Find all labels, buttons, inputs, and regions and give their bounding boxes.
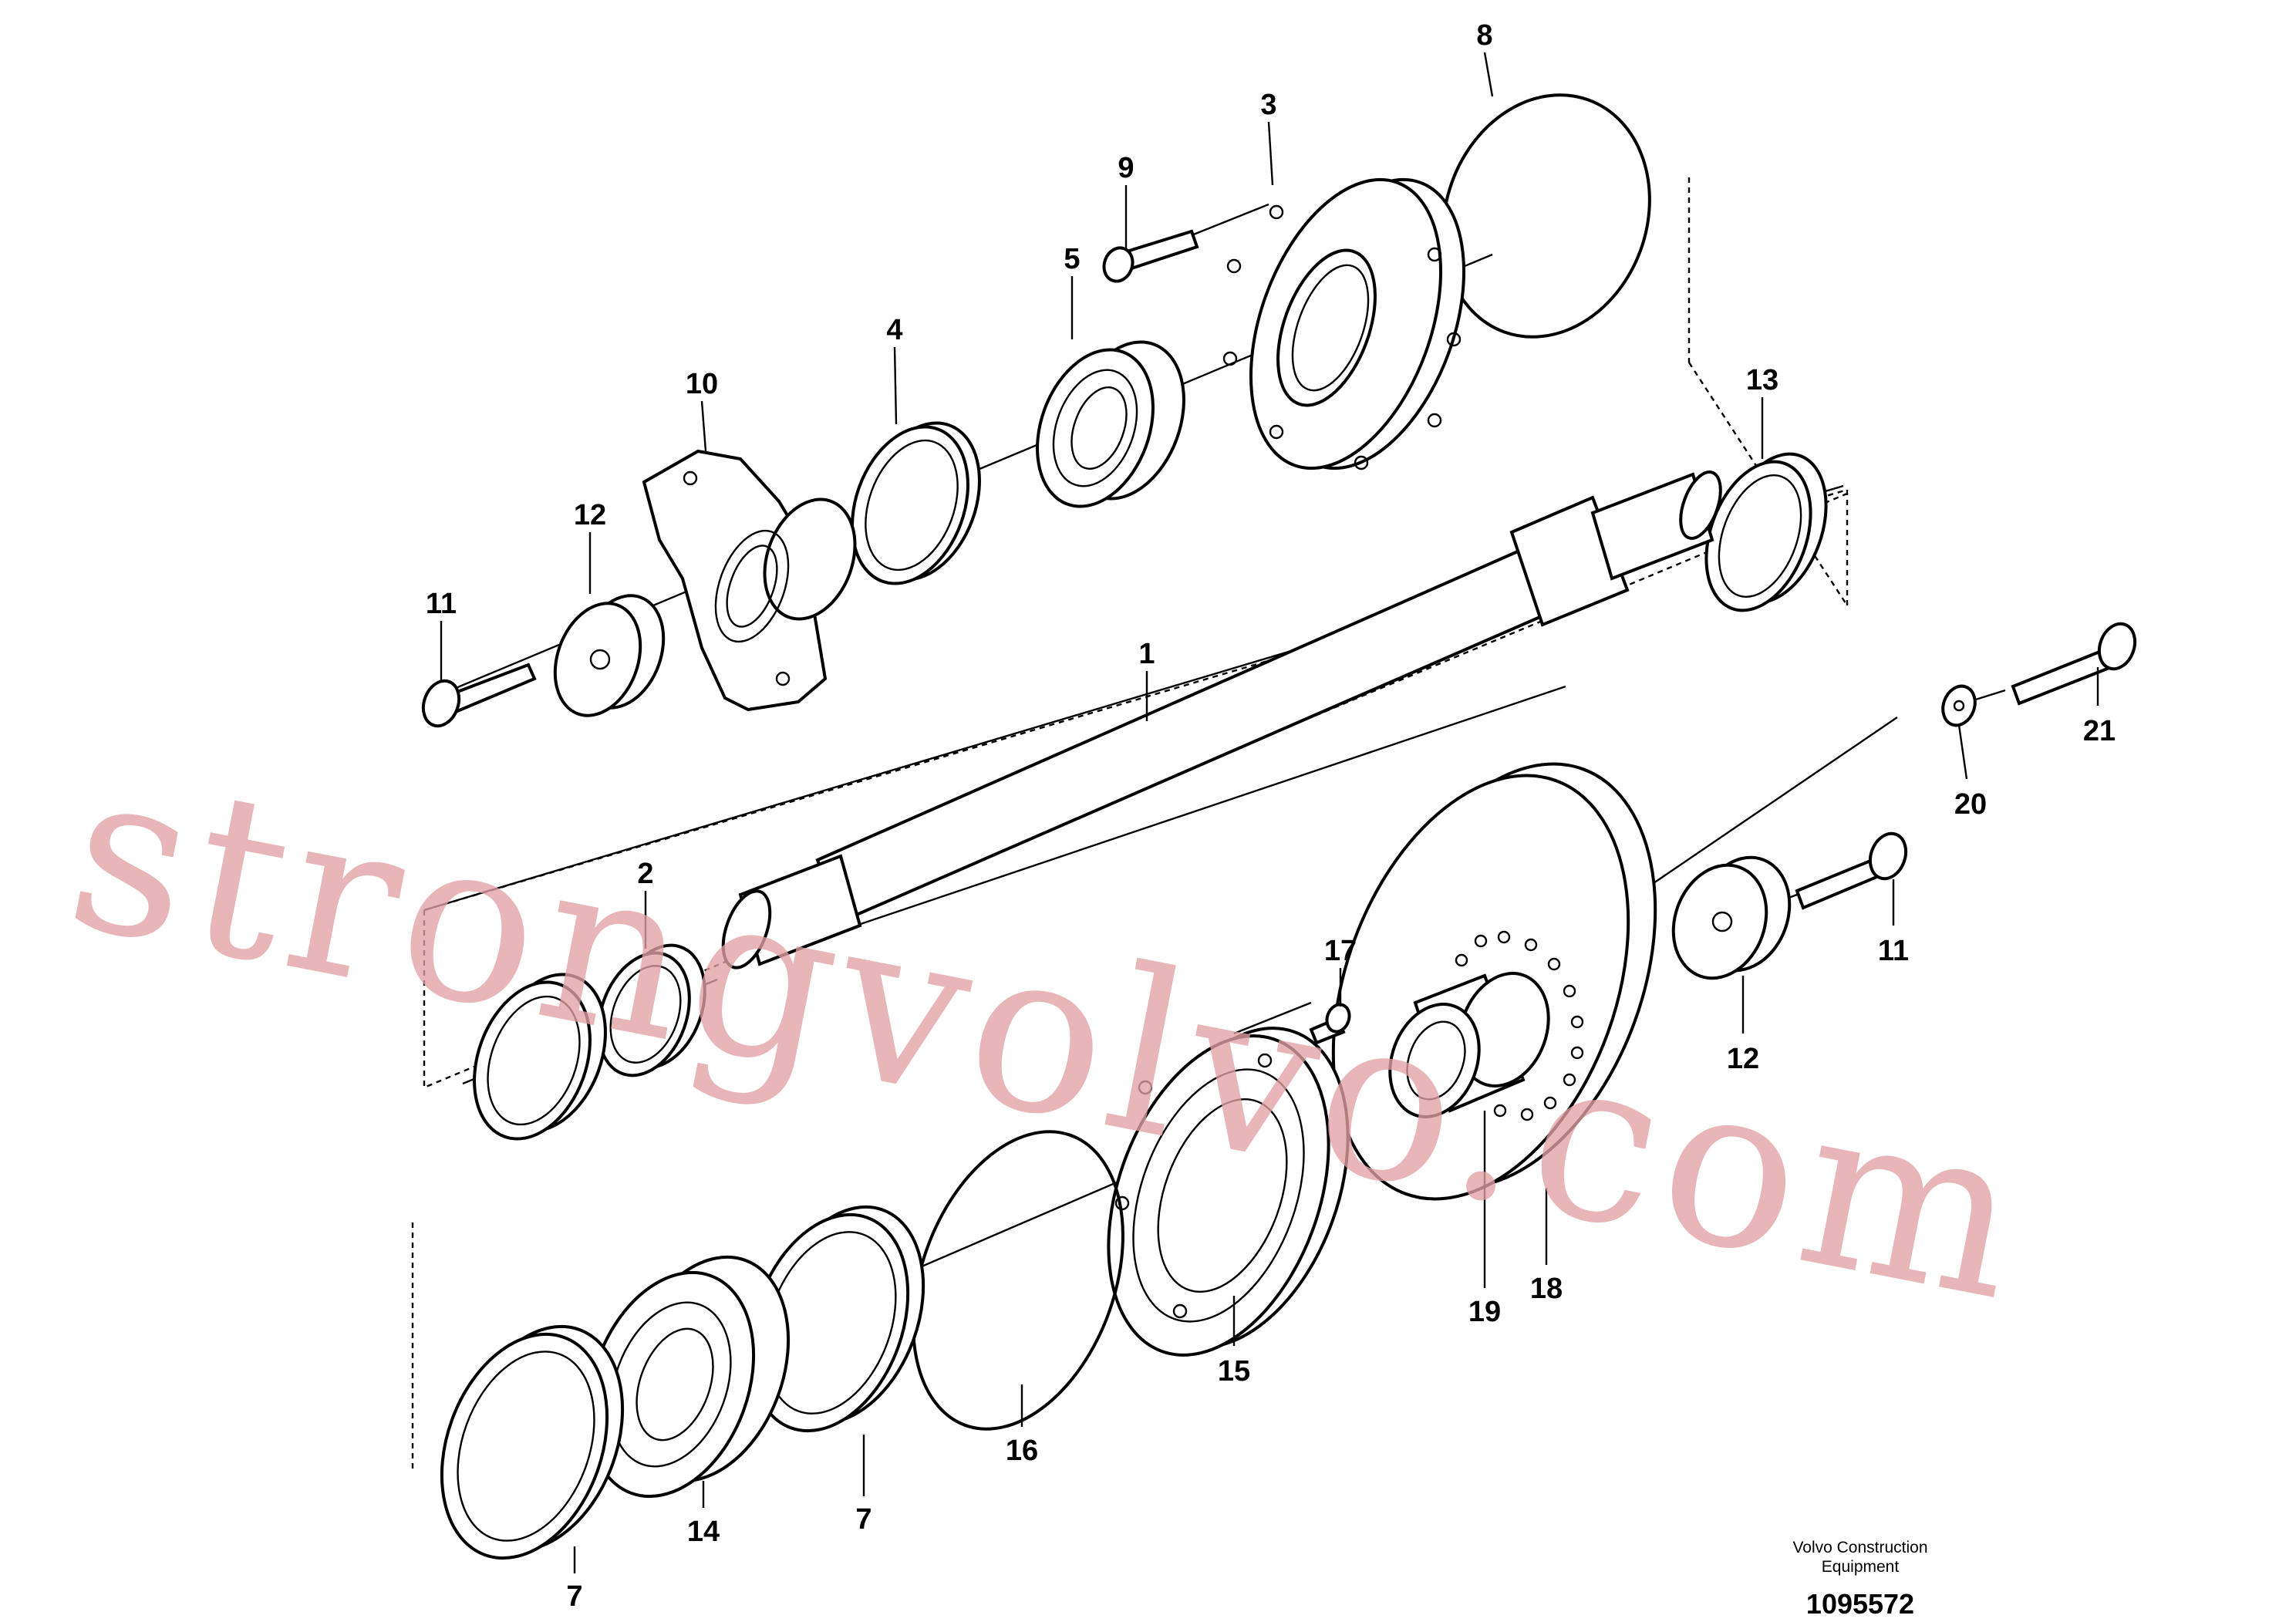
bolt-9	[1102, 229, 1199, 283]
callout-1: 1	[1138, 638, 1155, 670]
callout-8: 8	[1476, 19, 1492, 52]
seal-ring-13	[1704, 452, 1828, 612]
flange-bolt-holes	[1222, 204, 1462, 470]
brake-housing-15	[1107, 1027, 1350, 1357]
caption-block: Volvo Construction Equipment 1095572	[1792, 1539, 1927, 1620]
callout-19: 19	[1468, 1296, 1501, 1328]
callout-7-lower: 7	[566, 1580, 582, 1613]
cap-screw-21	[2011, 622, 2137, 706]
callout-11-lower: 11	[1878, 935, 1909, 967]
hub-flange-19	[1388, 972, 1550, 1118]
caption-line-1: Volvo Construction	[1792, 1539, 1927, 1556]
seal-ring-2	[597, 943, 706, 1077]
caption-line-2: Equipment	[1822, 1558, 1900, 1576]
callout-13: 13	[1746, 364, 1778, 396]
callout-3: 3	[1260, 89, 1276, 121]
callout-4: 4	[886, 314, 902, 346]
o-ring-8	[1441, 93, 1651, 339]
callout-10: 10	[686, 368, 718, 400]
screw-17	[1309, 1003, 1351, 1045]
o-ring-16	[912, 1130, 1124, 1431]
callout-20: 20	[1954, 788, 1987, 821]
leader-lines	[440, 52, 2099, 1573]
cap-washer-12-lower	[1671, 855, 1792, 980]
callout-15: 15	[1218, 1355, 1250, 1388]
seal-ring-left	[473, 973, 607, 1141]
callout-12-lower: 12	[1727, 1043, 1759, 1075]
seal-ring-7-upper	[748, 1205, 925, 1433]
cap-screw-11-upper	[421, 663, 537, 728]
main-shaft-1	[721, 470, 1722, 969]
washer-20	[1941, 684, 1977, 727]
callout-14: 14	[687, 1516, 720, 1548]
roller-bearing-5	[1036, 340, 1185, 508]
callouts: 1 2 3 4 5 7 7 8 9 10 11 11 12 12 13 14 1…	[426, 19, 2116, 1613]
ball-bearing-14	[586, 1255, 791, 1499]
seal-ring-7-lower	[440, 1324, 625, 1560]
callout-5: 5	[1064, 243, 1080, 275]
callout-12-upper: 12	[574, 499, 606, 531]
callout-7-upper: 7	[855, 1503, 872, 1536]
cap-washer-12-upper	[553, 594, 666, 717]
callout-21: 21	[2083, 715, 2116, 747]
callout-2: 2	[637, 858, 653, 890]
yoke-flange-10	[642, 449, 857, 712]
callout-17: 17	[1324, 935, 1357, 967]
callout-11-upper: 11	[426, 588, 457, 620]
cap-screw-11-lower	[1795, 831, 1908, 910]
callout-9: 9	[1118, 152, 1134, 184]
callout-16: 16	[1006, 1435, 1038, 1467]
disc-holes	[1455, 930, 1584, 1121]
callout-18: 18	[1530, 1273, 1563, 1305]
seal-ring-4	[851, 421, 981, 585]
housing-flange-3	[1222, 177, 1466, 470]
document-number: 1095572	[1806, 1588, 1914, 1620]
